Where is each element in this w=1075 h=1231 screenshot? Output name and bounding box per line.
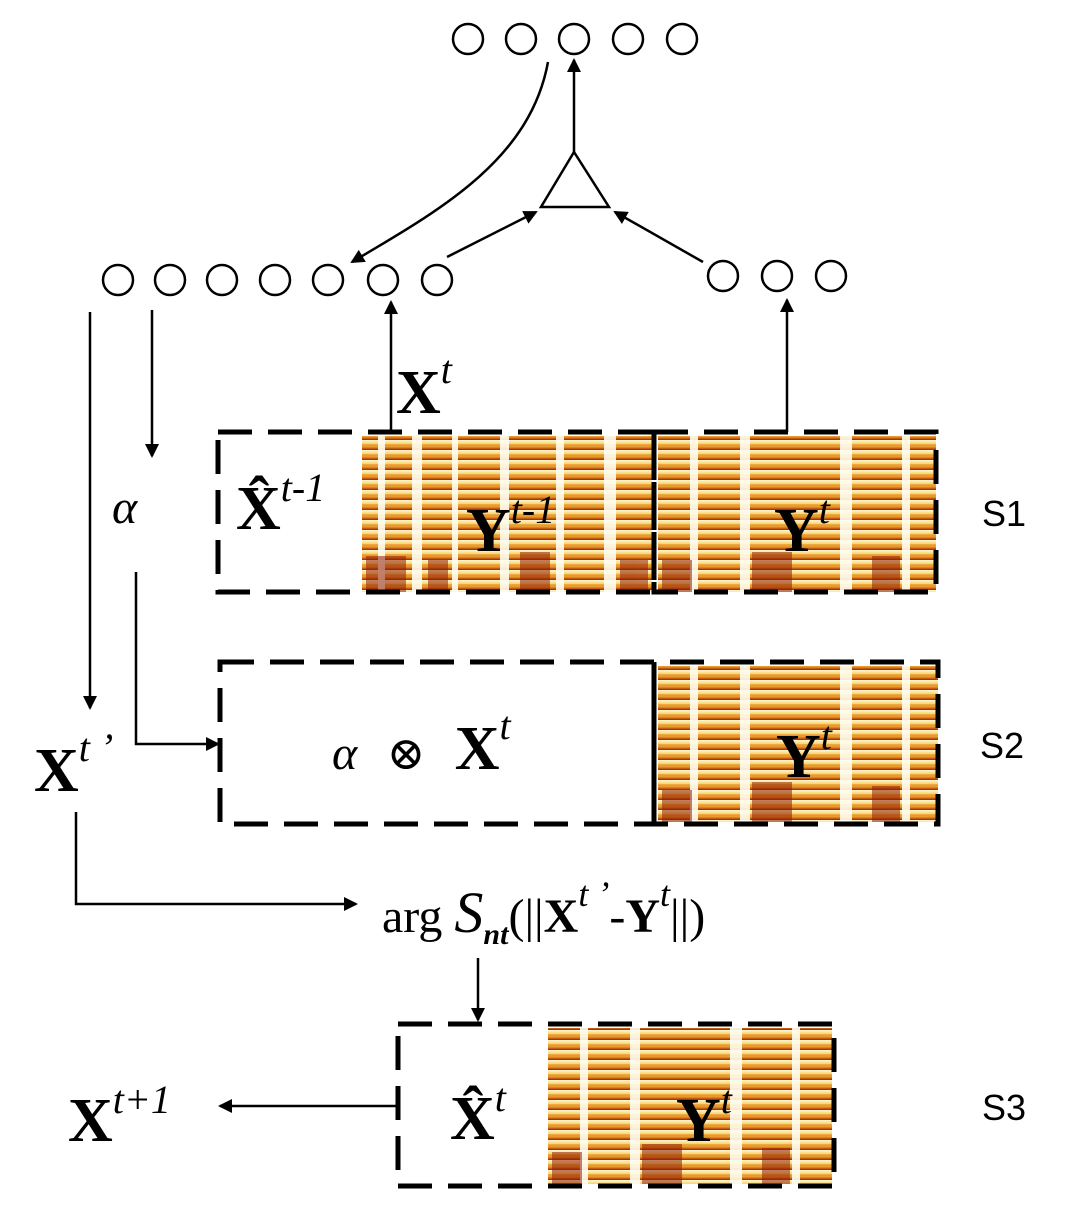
output-node [504,22,538,56]
side-node-layer [706,259,848,293]
xhat-t-label: X̂t [450,1075,506,1153]
left-connectors [74,310,485,1113]
output-node [611,22,645,56]
s1-right-box [651,429,939,595]
stage-label-s1: S1 [982,493,1027,534]
stage-boxes [215,429,941,1189]
output-node-layer [451,22,699,56]
hidden-to-triangle-arrow [446,210,538,259]
spectrogram-s3 [548,1028,832,1184]
output-node [451,22,485,56]
y-t-s2-label: Yt [776,713,832,791]
hidden-node [153,263,187,297]
xprime-to-argmin-arrow [74,812,358,911]
alpha-label: α [112,481,138,534]
y-t-s3-label: Yt [676,1077,732,1155]
x-next-label: Xt+1 [68,1077,171,1155]
hidden-node [258,263,292,297]
side-node [814,259,848,293]
alpha-to-s2-arrow [134,572,220,751]
y-prev-label: Yt-1 [466,487,556,565]
input-label: Xt [396,347,452,427]
s3-box [395,1021,837,1189]
output-node [665,22,699,56]
hidden-node [311,263,345,297]
spectrogram-s1-current [658,436,936,592]
hidden-node [420,263,454,297]
feedback-curve-arrow [350,61,550,264]
x-t-prime-label: Xt ’ [34,725,114,805]
spectrogram-s2 [658,666,938,822]
spectrogram-s1-prev [362,436,652,592]
hidden-node [101,263,135,297]
stage-label-s2: S2 [980,725,1025,766]
combiner-triangle [538,149,612,209]
stage-label-s3: S3 [982,1087,1027,1128]
top-connectors [350,58,794,432]
hidden-node [205,263,239,297]
side-node [760,259,794,293]
hidden-node-layer [101,263,454,297]
side-node [706,259,740,293]
hidden-node [366,263,400,297]
s2-box [217,659,941,827]
output-node [557,22,591,56]
alpha-otimes-label: α ⊗ Xt [332,703,511,783]
argmin-expression: arg Snt(||Xt ’-Yt||) [382,874,706,951]
xhat-prev-label: X̂t-1 [236,465,326,543]
side-to-triangle-arrow [613,210,704,264]
y-t-s1-label: Yt [774,487,830,565]
